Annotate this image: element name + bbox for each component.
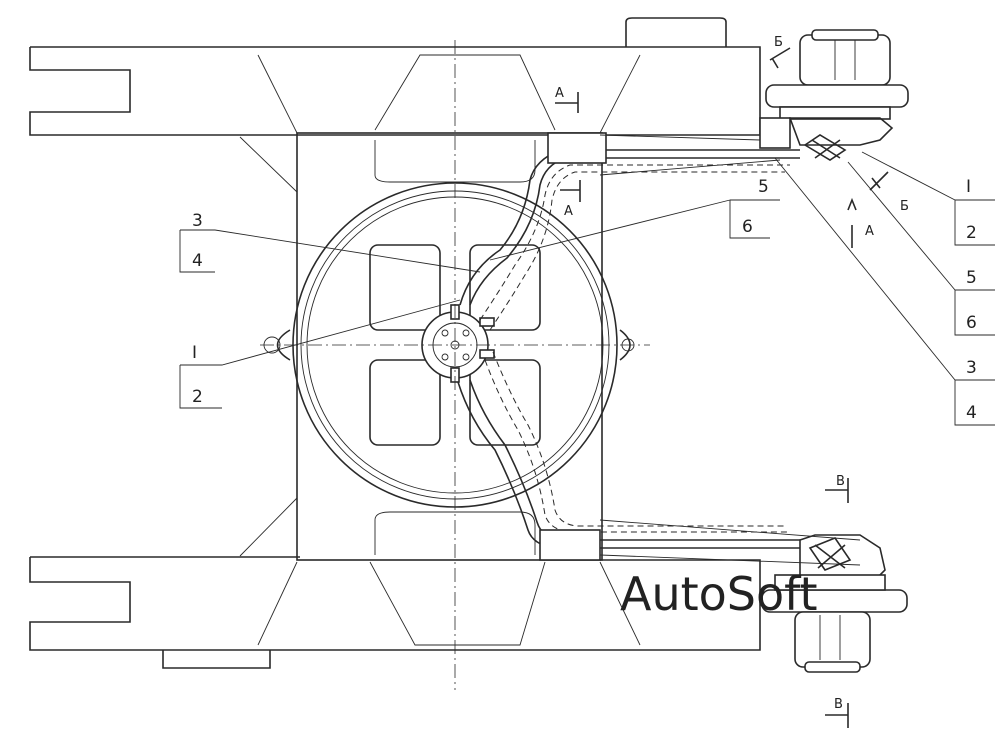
section-b-top: Б bbox=[774, 35, 783, 50]
callout-2-right: 2 bbox=[966, 223, 977, 243]
callout-4-center: 4 bbox=[192, 251, 203, 271]
callout-5-mid: 5 bbox=[758, 177, 769, 197]
brake-assembly-top bbox=[759, 29, 909, 161]
callout-3-right: 3 bbox=[966, 358, 977, 378]
section-a-mid: А bbox=[564, 204, 573, 219]
callout-I-center: I bbox=[192, 343, 197, 363]
section-a-right: А bbox=[865, 224, 874, 239]
callout-2-center: 2 bbox=[192, 387, 203, 407]
section-b-right: Б bbox=[900, 199, 909, 214]
callout-4-right: 4 bbox=[966, 403, 977, 423]
callout-3-center: 3 bbox=[192, 211, 203, 231]
section-a-top: А bbox=[555, 86, 564, 101]
section-v-mid: В bbox=[836, 474, 845, 489]
callout-6-mid: 6 bbox=[742, 217, 753, 237]
callout-5-right: 5 bbox=[966, 268, 977, 288]
callout-leaders bbox=[179, 151, 995, 426]
bogie-frame-outline bbox=[29, 17, 761, 669]
brake-assembly-bottom bbox=[761, 534, 908, 673]
callout-I-right: I bbox=[966, 177, 971, 197]
callout-6-right: 6 bbox=[966, 313, 977, 333]
section-markers bbox=[555, 47, 889, 728]
watermark: AutoSoft bbox=[620, 567, 818, 621]
brake-pipelines bbox=[457, 132, 861, 566]
section-v-bottom: В bbox=[834, 697, 843, 712]
centerlines bbox=[260, 40, 650, 690]
